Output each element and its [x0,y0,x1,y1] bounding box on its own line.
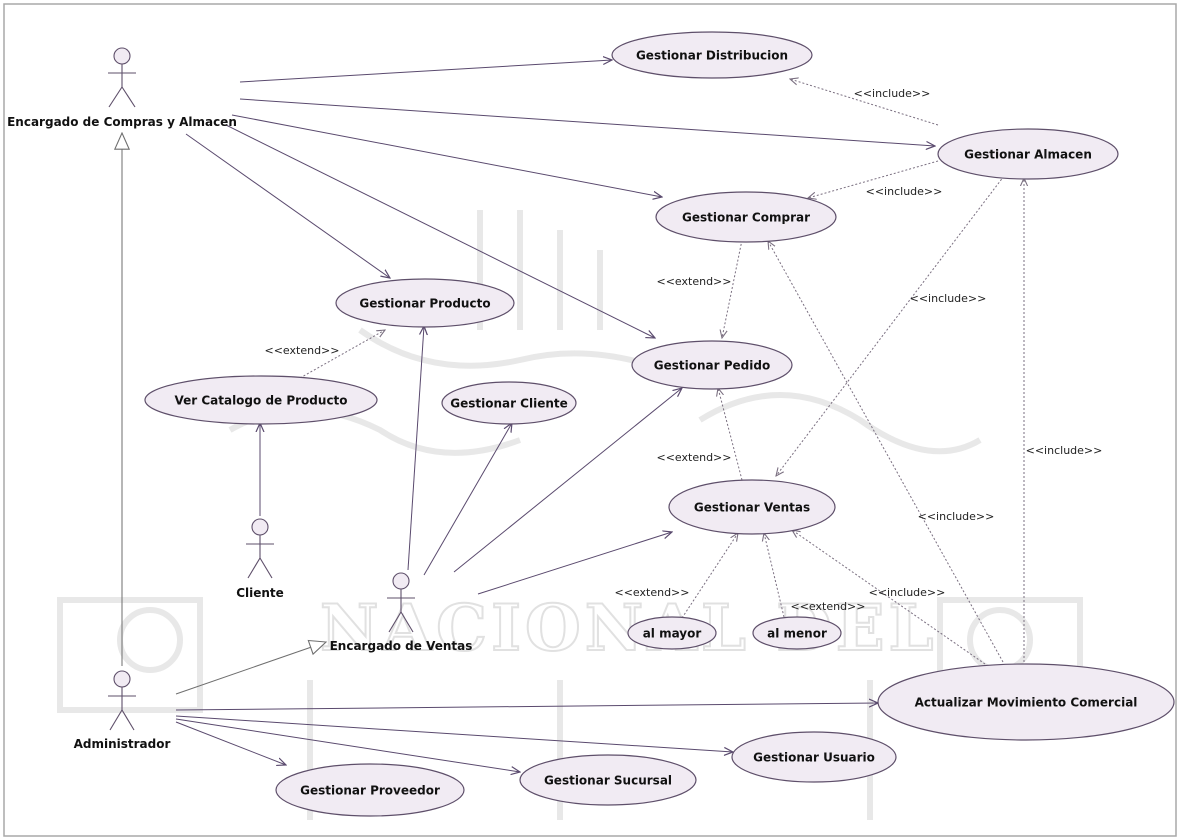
svg-text:Encargado de Compras y Almacen: Encargado de Compras y Almacen [7,115,237,129]
dep-almacen-comprar [808,160,939,198]
include-label: <<include>> [1026,444,1103,457]
use-cases: Gestionar Distribucion Gestionar Almacen… [144,31,1175,817]
dep-almayor-ventas [681,533,738,619]
svg-text:Gestionar Almacen: Gestionar Almacen [964,148,1092,162]
assoc-admin-actualizar [175,703,878,711]
svg-text:Gestionar Pedido: Gestionar Pedido [654,359,770,373]
use-case-gestionar-cliente[interactable]: Gestionar Cliente [441,381,577,425]
svg-text:Gestionar Proveedor: Gestionar Proveedor [300,784,440,798]
actor-icon [108,47,136,108]
svg-text:al menor: al menor [767,627,827,641]
use-case-gestionar-pedido[interactable]: Gestionar Pedido [631,340,793,390]
gen-admin-ventas [175,642,326,695]
assoc-ventas-pedido [453,388,682,573]
use-case-gestionar-sucursal[interactable]: Gestionar Sucursal [519,754,697,806]
extend-label: <<extend>> [265,344,340,357]
dependencies [299,79,1024,665]
svg-text:al mayor: al mayor [643,627,702,641]
include-label: <<include>> [869,586,946,599]
dep-almacen-distribucion [790,79,939,126]
svg-text:Actualizar Movimiento Comercia: Actualizar Movimiento Comercial [915,696,1138,710]
stereotype-labels: <<include>> <<include>> <<include>> <<in… [265,87,1103,613]
use-case-ver-catalogo[interactable]: Ver Catalogo de Producto [144,375,378,425]
actor-icon [387,572,415,633]
actor-icon [108,670,136,731]
use-case-gestionar-usuario[interactable]: Gestionar Usuario [731,731,897,783]
use-case-gestionar-almacen[interactable]: Gestionar Almacen [937,128,1119,180]
svg-text:Cliente: Cliente [236,586,284,600]
assoc-compras-comprar [231,114,662,197]
include-label: <<include>> [866,185,943,198]
extend-label: <<extend>> [657,451,732,464]
dep-comprar-pedido [722,239,743,338]
svg-text:Gestionar Comprar: Gestionar Comprar [682,211,810,225]
svg-text:Gestionar Distribucion: Gestionar Distribucion [636,49,788,63]
assoc-ventas-cliente [423,423,512,576]
use-case-gestionar-producto[interactable]: Gestionar Producto [335,278,515,328]
use-case-gestionar-distribucion[interactable]: Gestionar Distribucion [611,31,813,79]
extend-label: <<extend>> [657,275,732,288]
assoc-compras-producto [185,133,390,278]
assoc-compras-distribucion [239,60,612,83]
extend-label: <<extend>> [615,586,690,599]
dep-actualizar-comprar [768,241,1004,663]
include-label: <<include>> [918,510,995,523]
dep-actualizar-ventas [792,530,986,665]
actor-cliente[interactable]: Cliente [236,518,284,600]
assoc-ventas-ventas [477,532,672,595]
actor-icon [246,518,274,579]
svg-text:Gestionar Producto: Gestionar Producto [359,297,490,311]
use-case-gestionar-ventas[interactable]: Gestionar Ventas [668,479,836,535]
associations [175,60,935,772]
use-case-al-mayor[interactable]: al mayor [627,616,717,650]
include-label: <<include>> [854,87,931,100]
dep-almacen-ventas [776,175,1005,476]
extend-label: <<extend>> [791,600,866,613]
use-case-gestionar-comprar[interactable]: Gestionar Comprar [655,191,837,243]
svg-text:Gestionar Ventas: Gestionar Ventas [694,501,810,515]
assoc-admin-proveedor [175,721,286,765]
assoc-admin-usuario [175,715,733,752]
assoc-compras-almacen [239,98,935,146]
svg-text:Ver Catalogo de Producto: Ver Catalogo de Producto [174,394,347,408]
assoc-compras-pedido [225,124,655,338]
actor-encargado-ventas[interactable]: Encargado de Ventas [330,572,473,653]
assoc-ventas-producto [407,326,424,571]
assoc-admin-sucursal [175,718,520,772]
svg-text:Gestionar Cliente: Gestionar Cliente [450,397,568,411]
actor-administrador[interactable]: Administrador [74,670,171,751]
actors: Encargado de Compras y Almacen Cliente E… [7,47,473,751]
include-label: <<include>> [910,292,987,305]
use-case-gestionar-proveedor[interactable]: Gestionar Proveedor [275,763,465,817]
actor-encargado-compras-almacen[interactable]: Encargado de Compras y Almacen [7,47,237,129]
use-case-al-menor[interactable]: al menor [752,616,842,650]
use-case-actualizar-movimiento-comercial[interactable]: Actualizar Movimiento Comercial [877,663,1175,741]
svg-text:Administrador: Administrador [74,737,171,751]
svg-text:Encargado de Ventas: Encargado de Ventas [330,639,473,653]
dep-catalogo-producto [299,330,385,379]
svg-text:Gestionar Sucursal: Gestionar Sucursal [544,774,672,788]
diagram-frame [3,3,1177,837]
svg-text:Gestionar Usuario: Gestionar Usuario [753,751,875,765]
generalizations [122,133,326,695]
